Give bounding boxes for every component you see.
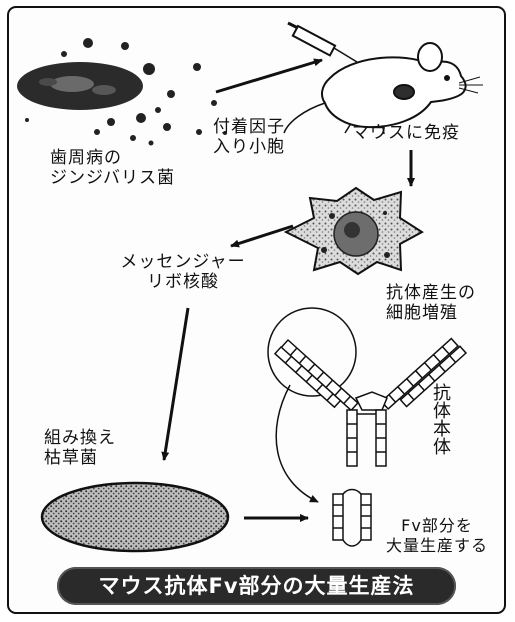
label-fv-mass: Fv部分を 大量生産する <box>378 516 496 556</box>
label-vesicle: 付着因子 入り小胞 <box>213 117 285 157</box>
label-gingivalis-line2: ジンジバリス菌 <box>50 168 175 188</box>
label-messenger-rna: メッセンジャー リボ核酸 <box>108 252 258 292</box>
label-antibody-body: 抗体本体 <box>429 383 451 455</box>
label-cell-growth-line1: 抗体産生の <box>386 283 476 303</box>
gingivalis-bacterium <box>17 62 143 110</box>
arrow-vesicle-to-mouse <box>216 60 322 92</box>
diagram-title: マウス抗体Fv部分の大量生産法 <box>57 567 456 605</box>
label-cell-growth: 抗体産生の 細胞増殖 <box>386 283 476 323</box>
recombinant-dish <box>42 483 228 551</box>
label-fv-mass-line2: 大量生産する <box>378 536 496 556</box>
label-recombinant: 組み換え 枯草菌 <box>44 428 116 468</box>
fv-fragment <box>333 490 371 547</box>
label-mrna-line2: リボ核酸 <box>108 272 258 292</box>
label-recombinant-line1: 組み換え <box>44 428 116 448</box>
label-vesicle-line1: 付着因子 <box>213 117 285 137</box>
label-immunize-text: マウスに免疫 <box>352 123 460 143</box>
label-gingivalis-line1: 歯周病の <box>50 148 175 168</box>
syringe <box>288 23 357 62</box>
arrow-mrna-to-subtilis <box>164 308 188 460</box>
mouse <box>284 43 483 134</box>
antibody-producing-cell <box>286 188 422 274</box>
label-cell-growth-line2: 細胞増殖 <box>386 303 476 323</box>
label-gingivalis: 歯周病の ジンジバリス菌 <box>50 148 175 188</box>
label-fv-mass-line1: Fv部分を <box>378 516 496 536</box>
arrow-antibody-to-fv <box>276 385 318 502</box>
label-mrna-line1: メッセンジャー <box>108 252 258 272</box>
label-vesicle-line2: 入り小胞 <box>213 137 285 157</box>
label-recombinant-line2: 枯草菌 <box>44 448 116 468</box>
label-immunize: マウスに免疫 <box>352 123 460 143</box>
arrow-cell-to-mrna <box>231 226 293 246</box>
